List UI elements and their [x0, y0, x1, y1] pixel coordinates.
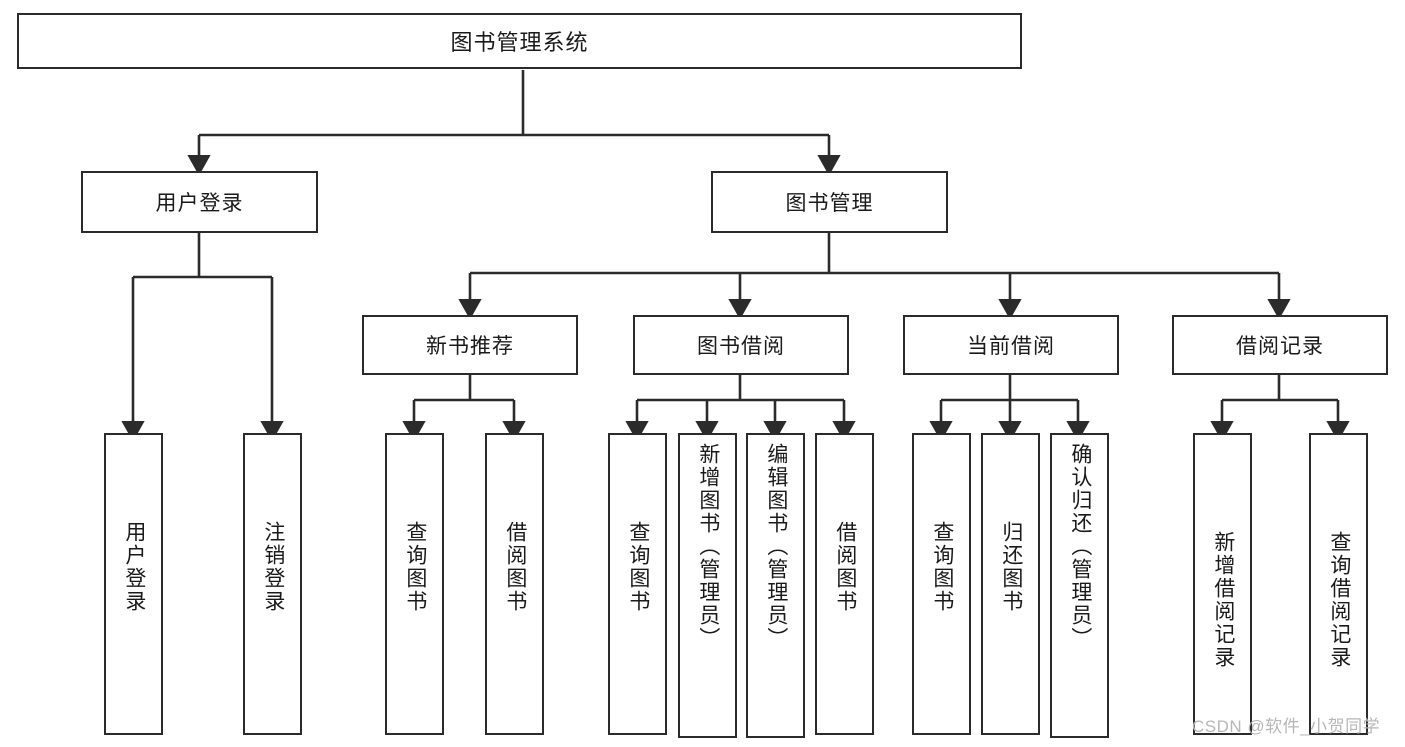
- node-label: 新增借阅记录: [1211, 531, 1235, 669]
- leaf-current-borrow-return[interactable]: 归还图书: [981, 433, 1040, 735]
- node-current-borrow[interactable]: 当前借阅: [903, 315, 1119, 375]
- node-label: 借阅记录: [1236, 335, 1324, 358]
- node-root-system[interactable]: 图书管理系统: [17, 13, 1022, 69]
- node-label: 注销登录: [261, 521, 285, 613]
- leaf-borrow-record-add[interactable]: 新增借阅记录: [1193, 433, 1252, 735]
- node-label: 借阅图书: [503, 521, 527, 613]
- leaf-user-login-signin[interactable]: 用户登录: [104, 433, 163, 735]
- leaf-new-book-query[interactable]: 查询图书: [385, 433, 444, 735]
- leaf-book-borrow-add[interactable]: 新增图书（管理员）: [678, 433, 737, 738]
- node-label: 用户登录: [122, 521, 146, 613]
- node-label: 查询图书: [403, 521, 427, 613]
- node-user-login[interactable]: 用户登录: [81, 171, 318, 233]
- leaf-borrow-record-query[interactable]: 查询借阅记录: [1309, 433, 1368, 735]
- node-label: 当前借阅: [967, 335, 1055, 358]
- leaf-current-borrow-query[interactable]: 查询图书: [912, 433, 971, 735]
- node-label: 用户登录: [155, 192, 244, 215]
- node-new-book-recommend[interactable]: 新书推荐: [362, 315, 578, 375]
- watermark-credit: CSDN @软件_小贺同学: [1192, 717, 1381, 736]
- node-label: 查询图书: [930, 521, 954, 613]
- leaf-new-book-borrow[interactable]: 借阅图书: [485, 433, 544, 735]
- node-label: 借阅图书: [833, 521, 857, 613]
- node-label: 图书借阅: [697, 335, 785, 358]
- node-label: 查询借阅记录: [1327, 531, 1351, 669]
- node-label: 图书管理: [785, 192, 874, 215]
- leaf-user-login-signout[interactable]: 注销登录: [243, 433, 302, 735]
- leaf-book-borrow-edit[interactable]: 编辑图书（管理员）: [746, 433, 805, 738]
- node-book-borrow[interactable]: 图书借阅: [633, 315, 849, 375]
- node-label: 确认归还（管理员）: [1068, 443, 1092, 650]
- leaf-book-borrow-lend[interactable]: 借阅图书: [815, 433, 874, 735]
- leaf-current-borrow-confirm-return[interactable]: 确认归还（管理员）: [1050, 433, 1109, 738]
- node-label: 图书管理系统: [450, 30, 589, 55]
- node-label: 查询图书: [626, 521, 650, 613]
- leaf-book-borrow-query[interactable]: 查询图书: [608, 433, 667, 735]
- node-label: 新增图书（管理员）: [696, 443, 720, 650]
- node-label: 编辑图书（管理员）: [764, 443, 788, 650]
- node-label: 新书推荐: [426, 335, 514, 358]
- node-borrow-records[interactable]: 借阅记录: [1172, 315, 1388, 375]
- node-book-management[interactable]: 图书管理: [711, 171, 948, 233]
- node-label: 归还图书: [999, 521, 1023, 613]
